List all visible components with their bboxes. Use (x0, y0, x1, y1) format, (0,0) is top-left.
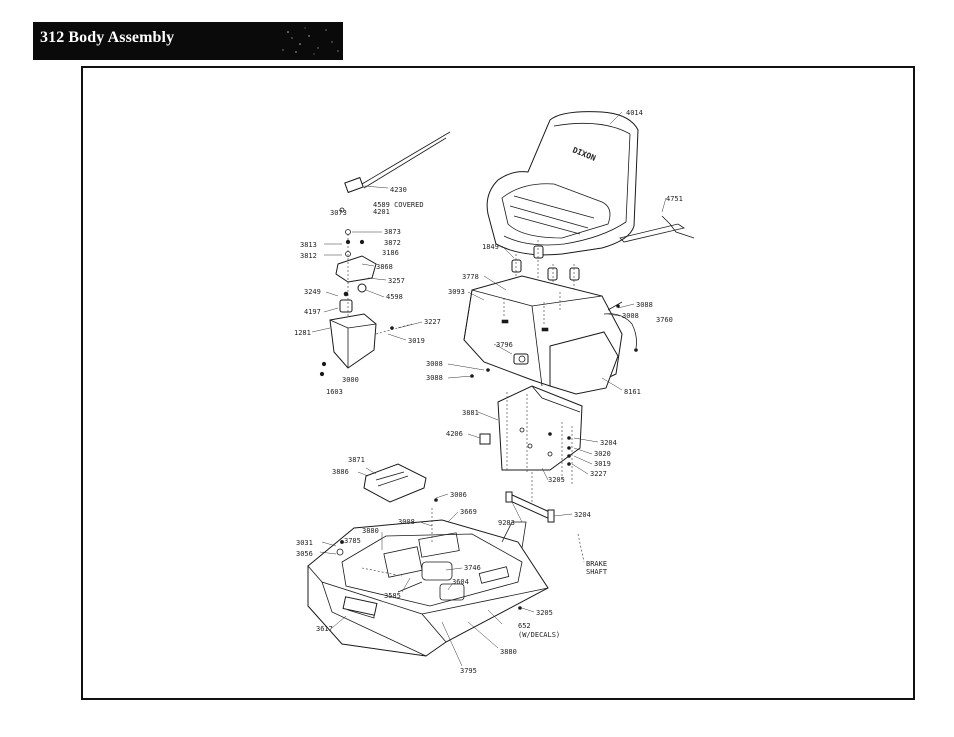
bolt-3088-upper (616, 304, 620, 308)
callout-3585: 3585 (384, 592, 401, 600)
brake-shaft-line (577, 533, 585, 563)
bolt-3006 (434, 498, 438, 502)
callout-3088-upper: 3088 (636, 301, 653, 309)
bolt-3205 (518, 606, 522, 610)
callout-3205-upper: 3205 (548, 476, 565, 484)
bolt-3088 (470, 374, 474, 378)
callout-3760: 3760 (656, 316, 673, 324)
callout-3088-middle: 3088 (426, 374, 443, 382)
step-panel (363, 463, 427, 503)
callout-4201: 4201 (373, 208, 390, 216)
callout-3880-top: 3880 (362, 527, 379, 535)
callout-3008-middle: 3008 (426, 360, 443, 368)
callout-3778: 3778 (462, 273, 479, 281)
callout-3204-lower: 3204 (574, 511, 591, 519)
callout-3204-upper: 3204 (600, 439, 617, 447)
pivot-rod (505, 472, 555, 523)
callout-3008-upper: 3008 (622, 312, 639, 320)
bolt-3008 (486, 368, 490, 372)
callout-4598: 4598 (386, 293, 403, 301)
callout-3796: 3796 (496, 341, 513, 349)
seat-part: DIXON (486, 111, 639, 256)
callout-4197: 4197 (304, 308, 321, 316)
callout-3871: 3871 (348, 456, 365, 464)
callout-4014: 4014 (626, 109, 643, 117)
wire-harness (603, 301, 638, 352)
callout-3019-upper: 3019 (408, 337, 425, 345)
callout-labels: 4014 4230 4589 COVERED 4201 3073 4751 38… (294, 109, 683, 675)
callout-652: 652 (518, 622, 531, 630)
seat-adjuster-rod (619, 215, 695, 243)
throttle-cable (339, 131, 451, 213)
control-bracket-stack (335, 229, 377, 322)
callout-3868: 3868 (376, 263, 393, 271)
callout-3056: 3056 (296, 550, 313, 558)
callout-3872: 3872 (384, 239, 401, 247)
exploded-parts-diagram: DIXON (81, 66, 915, 700)
callout-3227-upper: 3227 (424, 318, 441, 326)
callout-8161: 8161 (624, 388, 641, 396)
callout-3000: 3000 (342, 376, 359, 384)
mounting-plate (479, 385, 583, 484)
callout-3881: 3881 (462, 409, 479, 417)
callout-3227-lower: 3227 (590, 470, 607, 478)
seat-pan-body (463, 275, 623, 395)
console-box (319, 313, 413, 377)
leader-lines (311, 111, 667, 667)
callout-3813: 3813 (300, 241, 317, 249)
callout-3006: 3006 (450, 491, 467, 499)
seat-spacers (511, 240, 580, 302)
callout-4751: 4751 (666, 195, 683, 203)
callout-3795: 3795 (460, 667, 477, 675)
parts-drawing: DIXON (294, 109, 695, 675)
callout-3669: 3669 (460, 508, 477, 516)
callout-3812: 3812 (300, 252, 317, 260)
callout-3093: 3093 (448, 288, 465, 296)
plate-bolts (548, 432, 571, 466)
callout-3880-bottom: 3880 (500, 648, 517, 656)
callout-3617: 3617 (316, 625, 333, 633)
callout-3019-lower: 3019 (594, 460, 611, 468)
callout-3031: 3031 (296, 539, 313, 547)
callout-4589: 4589 COVERED (373, 201, 424, 209)
callout-3785: 3785 (344, 537, 361, 545)
callout-1281: 1281 (294, 329, 311, 337)
callout-3073: 3073 (330, 209, 347, 217)
callout-3257: 3257 (388, 277, 405, 285)
callout-3873: 3873 (384, 228, 401, 236)
callout-3008-lower: 3008 (398, 518, 415, 526)
callout-brake: BRAKE (586, 560, 607, 568)
header-texture (282, 27, 339, 55)
page-title: 312 Body Assembly (40, 29, 175, 46)
callout-1603: 1603 (326, 388, 343, 396)
callout-3886: 3886 (332, 468, 349, 476)
callout-1849: 1849 (482, 243, 499, 251)
callout-3205-lower: 3205 (536, 609, 553, 617)
callout-3604: 3604 (452, 578, 469, 586)
callout-3186: 3186 (382, 249, 399, 257)
bolt-3031 (340, 540, 344, 544)
callout-3020: 3020 (594, 450, 611, 458)
washer-3056 (336, 548, 344, 556)
callout-decals: (W/DECALS) (518, 631, 560, 639)
section-header: 312 Body Assembly (33, 22, 343, 60)
callout-3249: 3249 (304, 288, 321, 296)
callout-shaft: SHAFT (586, 568, 608, 576)
fender-deck (307, 508, 549, 657)
callout-4206: 4206 (446, 430, 463, 438)
callout-4230: 4230 (390, 186, 407, 194)
callout-3746: 3746 (464, 564, 481, 572)
callout-9283: 9283 (498, 519, 515, 527)
